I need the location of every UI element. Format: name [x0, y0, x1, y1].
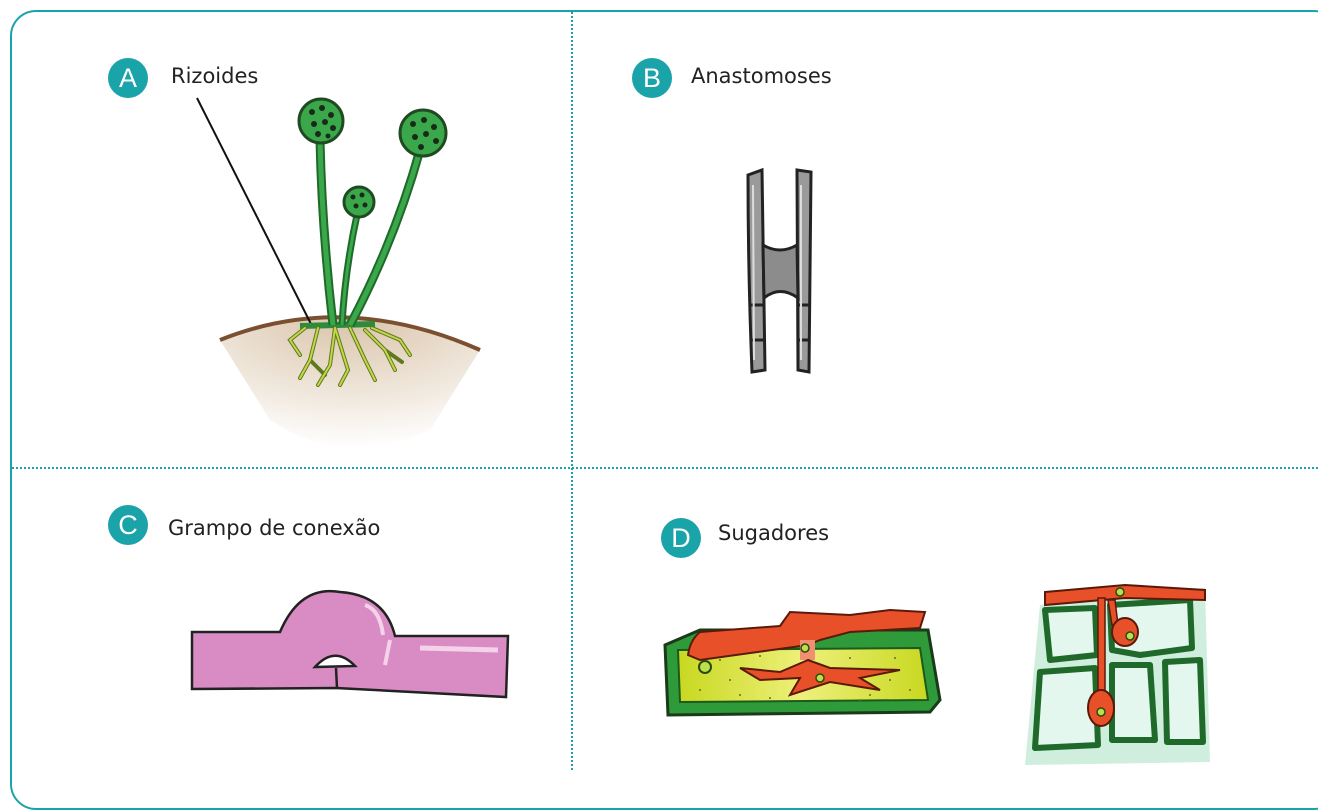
- hypha-pink: [192, 591, 508, 697]
- sporangiophore-right: [350, 150, 420, 325]
- clamp-connection-illustration: [192, 591, 508, 697]
- illustrations: [0, 0, 1318, 770]
- haustoria-illustration-right: [1025, 585, 1210, 765]
- haustoria-illustration-left: [665, 610, 940, 715]
- rizoides-pointer-line: [197, 98, 312, 326]
- rhizoids-illustration: [197, 98, 480, 448]
- sporangium-left: [299, 99, 343, 143]
- sporangium-right: [400, 110, 446, 156]
- sporangium-small: [344, 187, 374, 217]
- stolon: [300, 324, 375, 326]
